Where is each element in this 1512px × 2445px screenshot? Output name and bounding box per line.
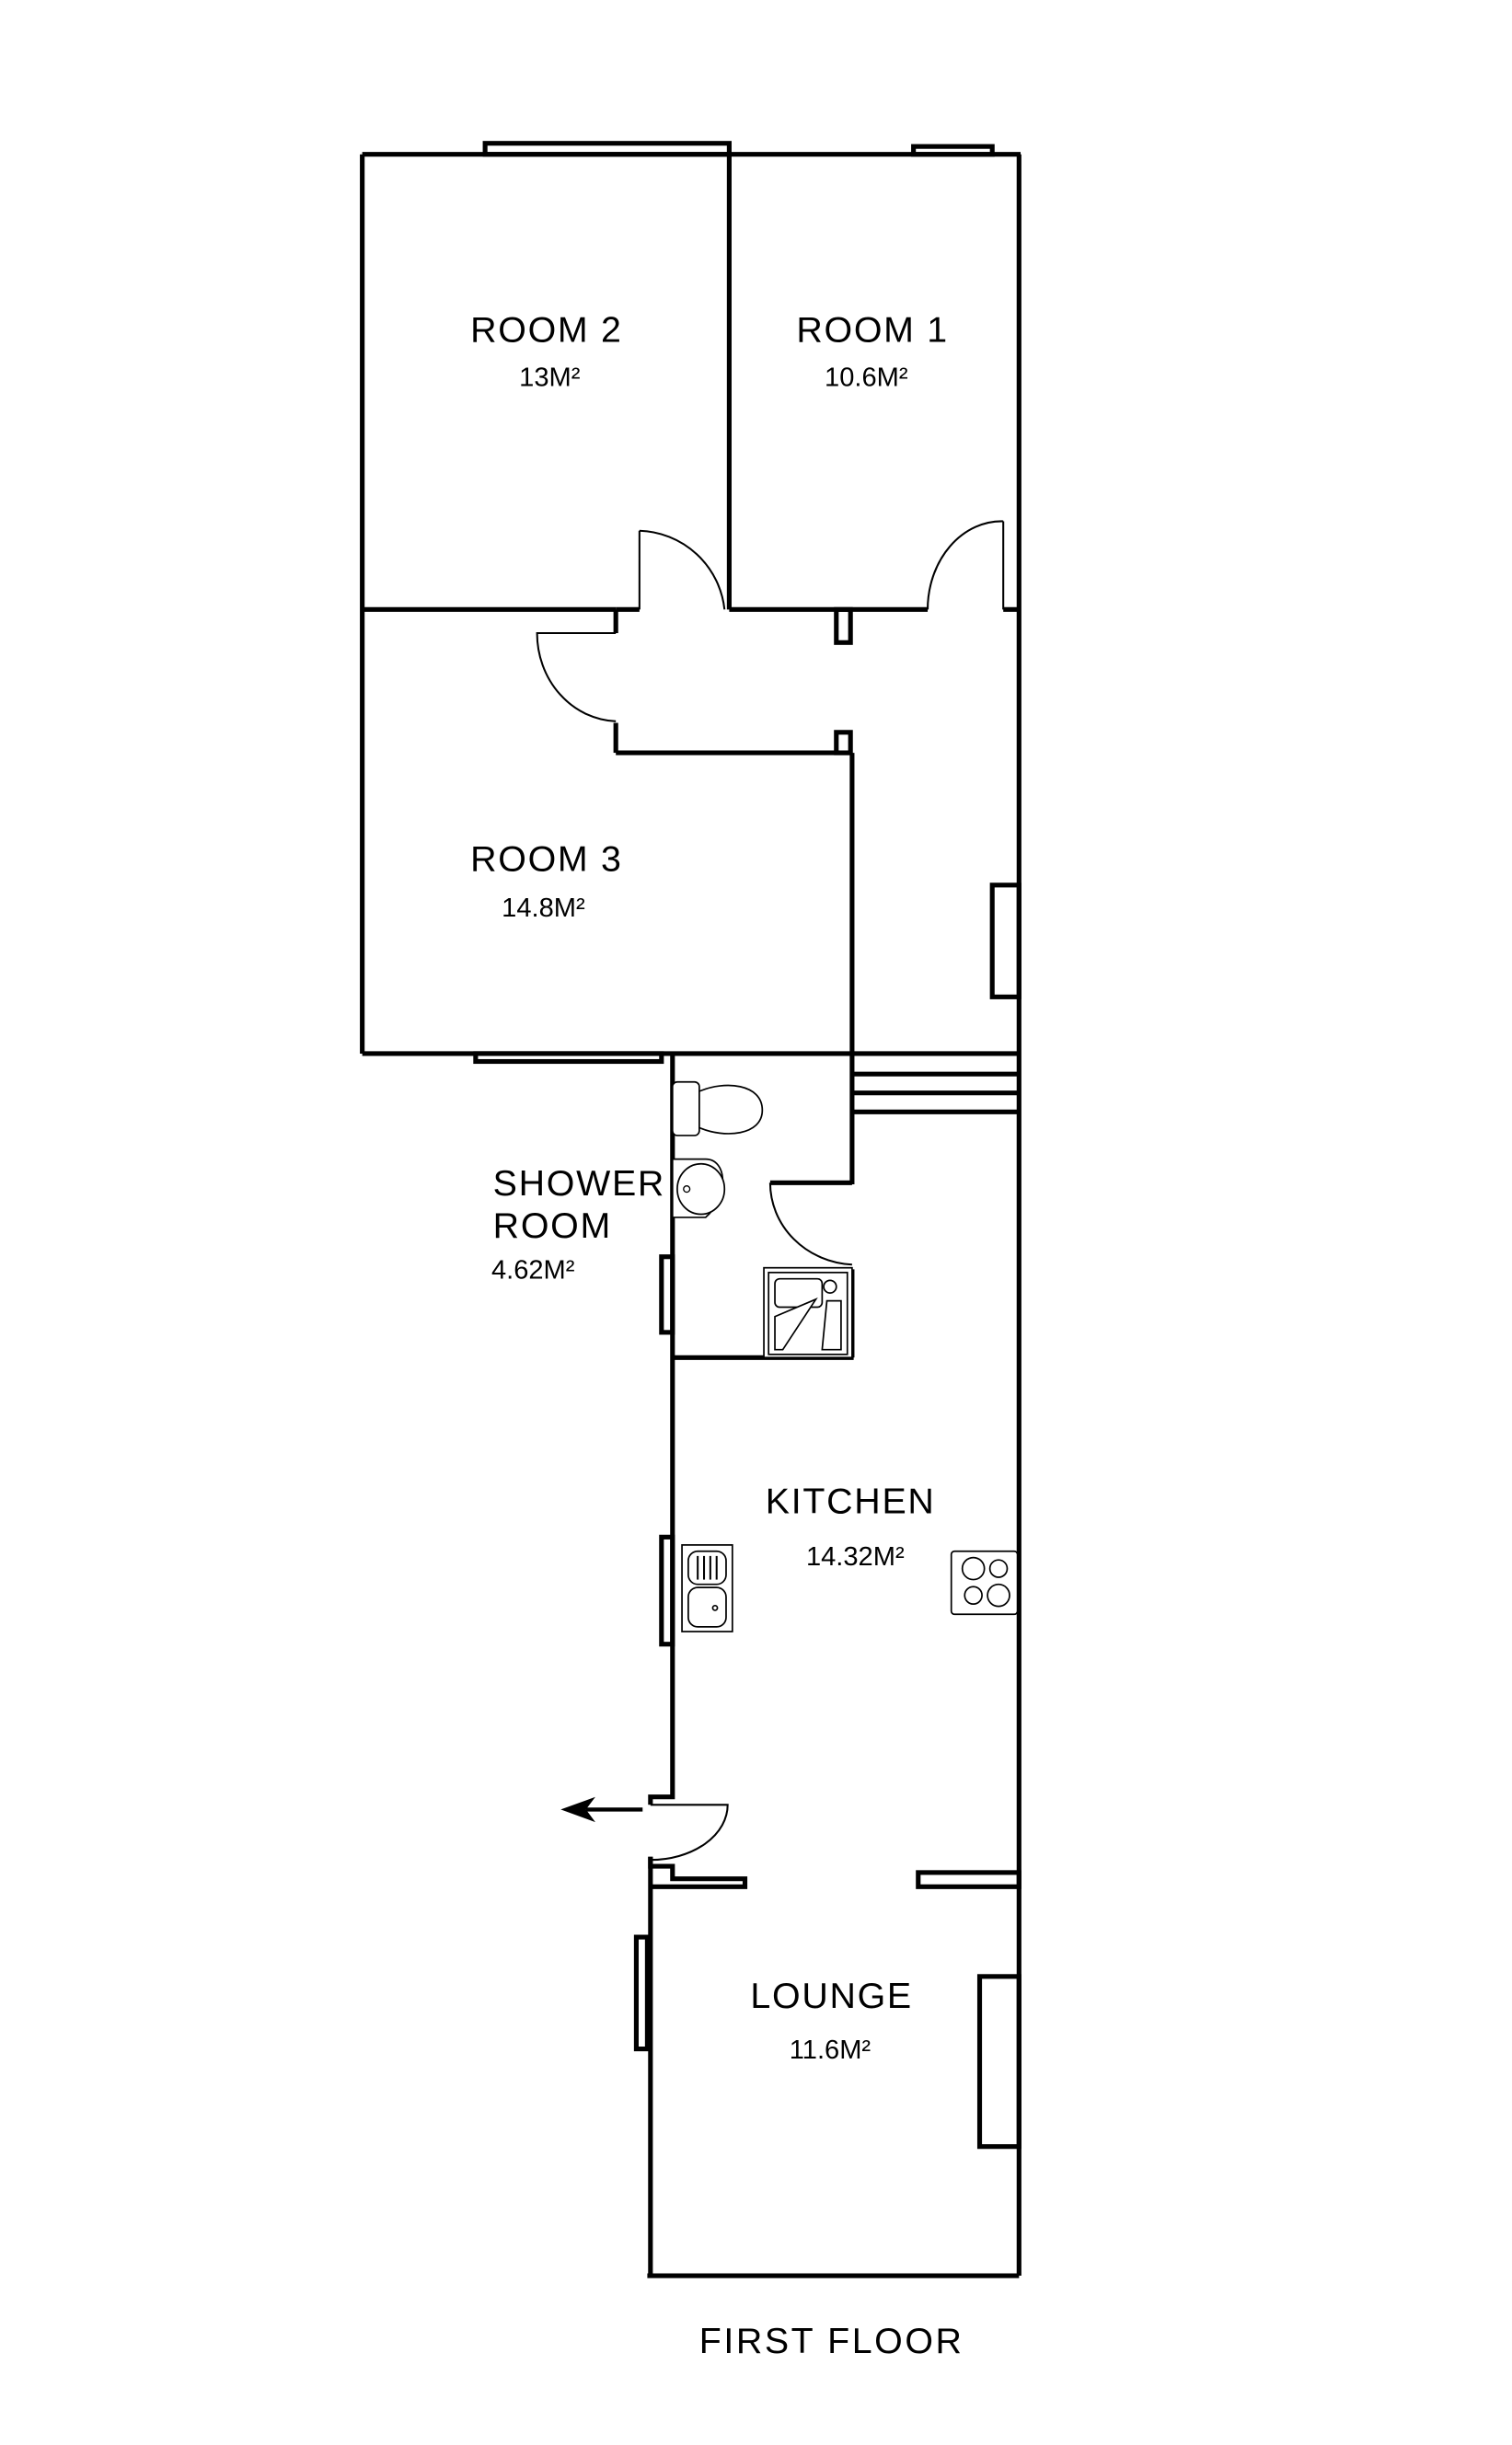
floor-title: FIRST FLOOR xyxy=(699,2321,964,2361)
shower-room-area: 4.62M² xyxy=(491,1256,575,1286)
room-3-name: ROOM 3 xyxy=(470,838,623,879)
sink-icon xyxy=(681,1544,733,1632)
shower-tray-icon xyxy=(763,1266,853,1359)
doors xyxy=(536,520,1005,1862)
room-3-area: 14.8M² xyxy=(502,894,585,923)
room-1-name: ROOM 1 xyxy=(796,309,949,350)
room-2-area: 13M² xyxy=(519,363,581,392)
room-labels: ROOM 2 13M² ROOM 1 10.6M² ROOM 3 14.8M² … xyxy=(470,309,964,2361)
kitchen-name: KITCHEN xyxy=(766,1482,936,1522)
washbasin-icon xyxy=(671,1158,726,1218)
room-1-area: 10.6M² xyxy=(825,363,908,392)
toilet-icon xyxy=(671,1080,764,1136)
room-2-name: ROOM 2 xyxy=(470,309,623,350)
lounge-name: LOUNGE xyxy=(750,1976,912,2016)
hob-icon xyxy=(950,1550,1019,1616)
lounge-area: 11.6M² xyxy=(790,2036,871,2065)
walls xyxy=(360,141,1021,2278)
shower-room-name-line2: ROOM xyxy=(493,1205,612,1246)
shower-room-name-line1: SHOWER xyxy=(493,1163,665,1204)
entrance-arrow-icon xyxy=(560,1796,643,1823)
kitchen-area: 14.32M² xyxy=(806,1542,905,1572)
